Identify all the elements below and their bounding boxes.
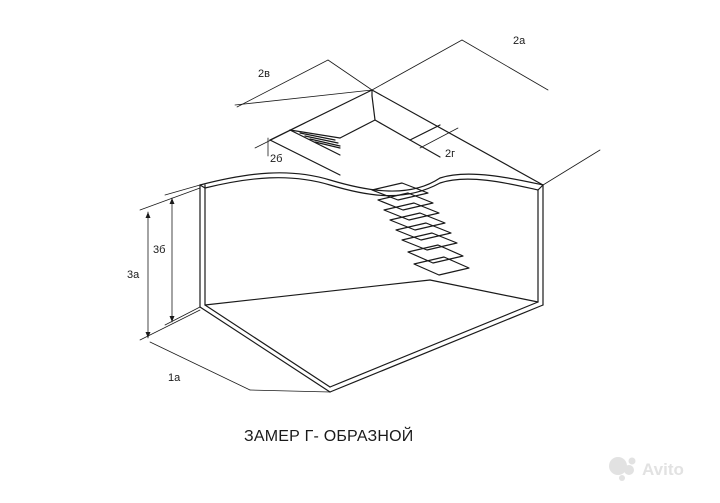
tread-6	[401, 232, 458, 251]
bottom-front-right-inner	[329, 301, 539, 388]
tread-4	[389, 212, 446, 231]
dimension-lines	[139, 39, 601, 393]
label-height-inner: 3б	[153, 244, 165, 256]
bottom-front-left-inner	[204, 304, 331, 388]
dimension-arrows	[145, 198, 175, 338]
wave-bottom	[204, 177, 539, 197]
dimension-labels: 2а 2в 2б 2г 3б 3а 1а	[127, 35, 526, 384]
label-top-right: 2а	[513, 35, 526, 47]
upper-stair	[299, 132, 341, 149]
label-opening-small: 2б	[270, 153, 282, 165]
wave-top	[199, 172, 544, 192]
box-back-edges	[204, 279, 539, 306]
cutaway-wave	[199, 172, 544, 197]
dim-line-opening-small	[254, 122, 306, 149]
dim-line-top-right	[461, 39, 549, 91]
floor-back-left	[204, 279, 431, 306]
label-height-outer: 3а	[127, 269, 140, 281]
bottom-front-right-outer	[329, 304, 544, 393]
diagram-caption: ЗАМЕР Г- ОБРАЗНОЙ	[244, 426, 414, 445]
dim-line-top-left	[236, 59, 329, 108]
label-top-left: 2в	[258, 68, 270, 80]
opening-back-right	[374, 119, 411, 141]
dim-line-opening-right	[419, 127, 459, 149]
avito-logo-icon	[609, 457, 636, 481]
label-bottom: 1а	[168, 372, 181, 384]
dim-line-bottom	[149, 341, 251, 391]
stair-treads	[371, 182, 470, 276]
tread-8	[413, 256, 470, 276]
watermark-text: Avito	[642, 460, 684, 479]
opening-back-left	[339, 119, 376, 139]
slab-right-back	[371, 89, 544, 186]
tread-2	[377, 192, 434, 211]
tread-7	[407, 244, 464, 264]
box-front-edges	[199, 184, 544, 393]
tread-3	[383, 202, 440, 221]
tread-1	[371, 182, 429, 201]
floor-back-right	[429, 279, 539, 303]
opening-right-cut	[409, 124, 441, 141]
label-opening-right: 2г	[445, 148, 455, 160]
bottom-front-left-outer	[199, 306, 331, 393]
avito-watermark: Avito	[609, 457, 684, 481]
tread-5	[395, 222, 452, 241]
